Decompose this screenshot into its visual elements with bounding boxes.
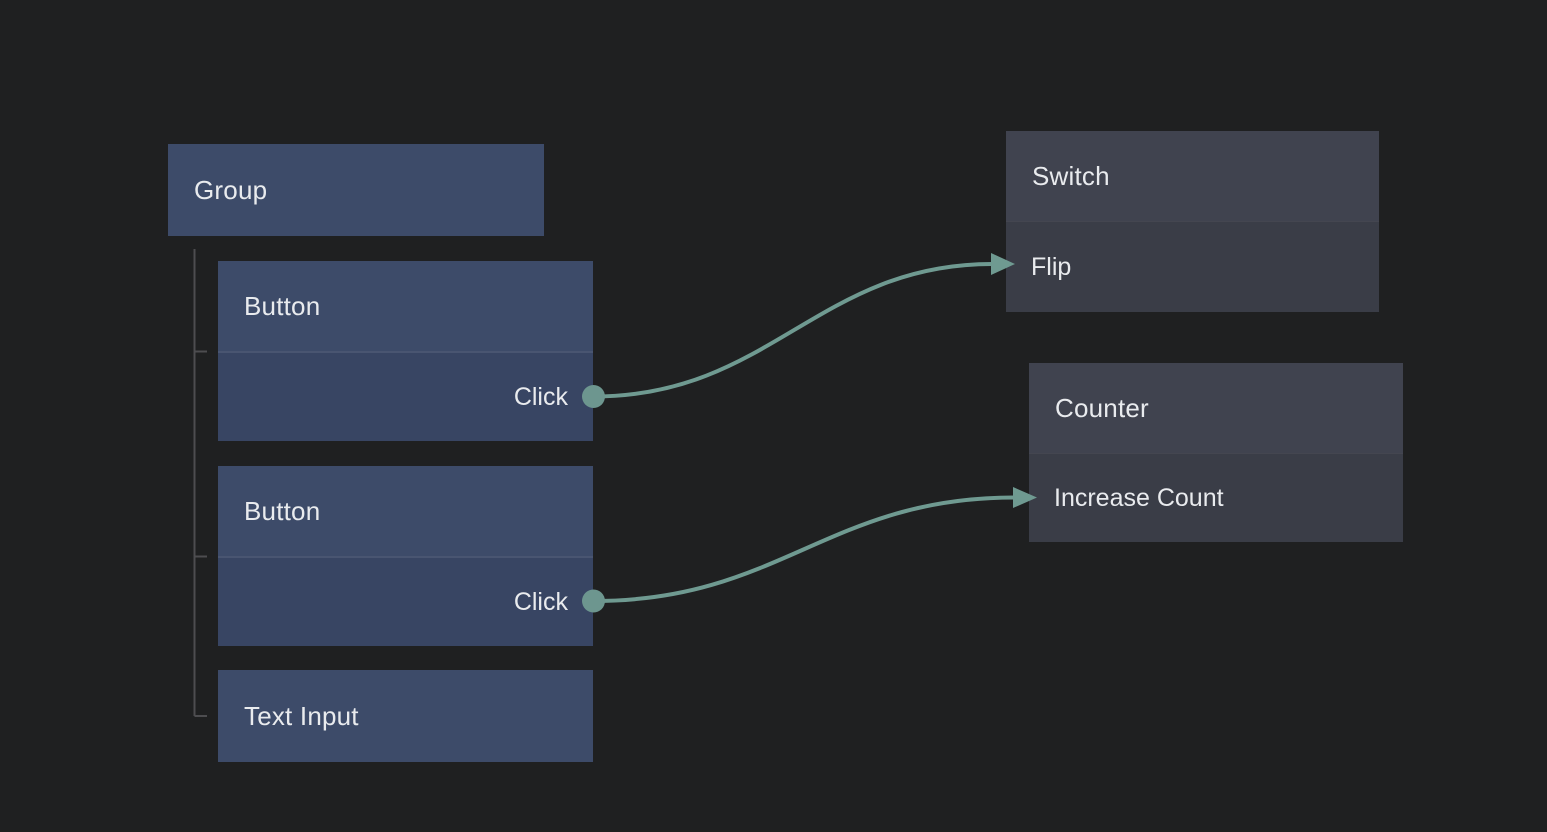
port-label: Click [513,587,568,616]
node-title: Group [194,174,268,205]
port-label: Flip [1031,252,1072,281]
node-text-input-header[interactable]: Text Input [218,670,593,762]
wire-path[interactable] [592,495,1016,603]
node-button-2-header[interactable]: Button [218,466,593,556]
node-counter-header[interactable]: Counter [1029,363,1403,453]
node-counter[interactable]: Counter Increase Count [1029,363,1403,542]
node-button-2[interactable]: Button Click [218,466,593,646]
node-switch-flip-port-row[interactable]: Flip [1006,221,1379,312]
node-text-input[interactable]: Text Input [218,670,593,762]
node-title: Switch [1032,160,1110,191]
tree-connector [193,249,207,717]
node-title: Text Input [244,700,359,731]
node-title: Button [244,290,321,321]
node-switch[interactable]: Switch Flip [1006,131,1379,312]
node-title: Button [244,495,321,526]
node-group[interactable]: Group [168,144,544,236]
node-group-header[interactable]: Group [168,144,544,236]
wire-button1-click-to-switch-flip[interactable] [582,253,1015,408]
node-switch-header[interactable]: Switch [1006,131,1379,221]
node-counter-increase-port-row[interactable]: Increase Count [1029,453,1403,542]
wire-button2-click-to-counter-increase[interactable] [582,487,1037,613]
wire-path[interactable] [592,262,994,399]
node-title: Counter [1055,392,1149,423]
port-label: Click [513,382,568,411]
node-button-1[interactable]: Button Click [218,261,593,441]
node-button-1-click-port-row[interactable]: Click [218,351,593,441]
node-button-2-click-port-row[interactable]: Click [218,556,593,646]
node-button-1-header[interactable]: Button [218,261,593,351]
port-label: Increase Count [1054,483,1224,512]
